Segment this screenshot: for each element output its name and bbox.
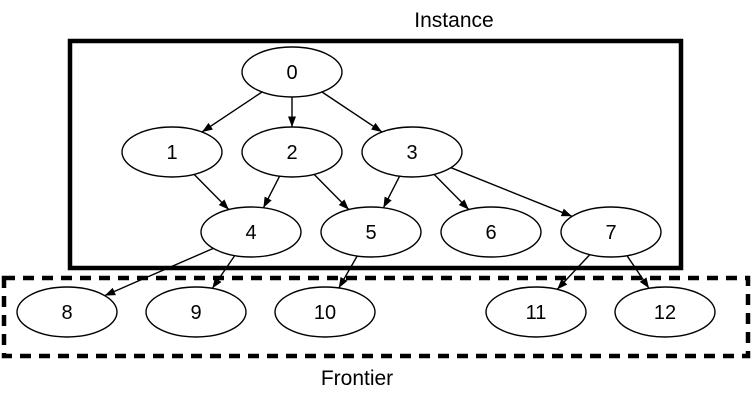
node-10: 10	[274, 286, 376, 338]
node-1: 1	[121, 126, 223, 178]
node-ellipse-6	[440, 206, 542, 258]
frontier-label: Frontier	[321, 367, 393, 390]
node-ellipse-3	[361, 126, 463, 178]
edges-layer	[104, 91, 650, 297]
node-ellipse-9	[145, 286, 247, 338]
edge-0-1	[201, 91, 263, 133]
edge-0-3	[321, 91, 383, 133]
node-ellipse-1	[121, 126, 223, 178]
node-ellipse-0	[241, 46, 343, 98]
node-label-1: 1	[166, 142, 177, 164]
node-ellipse-11	[485, 286, 587, 338]
node-label-8: 8	[61, 302, 72, 324]
node-ellipse-7	[560, 206, 662, 258]
node-label-4: 4	[245, 222, 256, 244]
node-label-11: 11	[526, 302, 547, 324]
node-9: 9	[145, 286, 247, 338]
instance-box	[67, 38, 684, 271]
edge-7-11	[556, 254, 591, 290]
node-label-5: 5	[365, 222, 376, 244]
node-5: 5	[320, 206, 422, 258]
node-ellipse-8	[16, 286, 118, 338]
node-7: 7	[560, 206, 662, 258]
node-label-6: 6	[485, 222, 496, 244]
node-12: 12	[614, 286, 716, 338]
node-ellipse-5	[320, 206, 422, 258]
node-label-9: 9	[190, 302, 201, 324]
node-0: 0	[241, 46, 343, 98]
edge-4-8	[104, 247, 214, 297]
node-4: 4	[200, 206, 302, 258]
node-2: 2	[241, 126, 343, 178]
node-11: 11	[485, 286, 587, 338]
frontier-box	[1, 275, 751, 359]
node-3: 3	[361, 126, 463, 178]
edge-1-4	[193, 173, 230, 211]
node-6: 6	[440, 206, 542, 258]
node-ellipse-2	[241, 126, 343, 178]
node-ellipse-10	[274, 286, 376, 338]
node-ellipse-12	[614, 286, 716, 338]
edge-2-5	[313, 173, 350, 211]
node-label-2: 2	[286, 142, 297, 164]
edge-2-4	[262, 175, 281, 209]
node-ellipse-4	[200, 206, 302, 258]
edge-3-6	[433, 173, 470, 211]
edge-4-9	[211, 255, 236, 289]
edge-3-5	[382, 175, 401, 209]
node-label-12: 12	[654, 302, 676, 324]
node-label-7: 7	[605, 222, 616, 244]
instance-label: Instance	[414, 9, 493, 32]
edge-3-7	[450, 167, 573, 217]
edge-7-12	[626, 255, 650, 289]
node-label-10: 10	[314, 302, 336, 324]
node-label-3: 3	[406, 142, 417, 164]
node-8: 8	[16, 286, 118, 338]
edge-5-10	[338, 255, 358, 289]
node-label-0: 0	[286, 62, 297, 84]
